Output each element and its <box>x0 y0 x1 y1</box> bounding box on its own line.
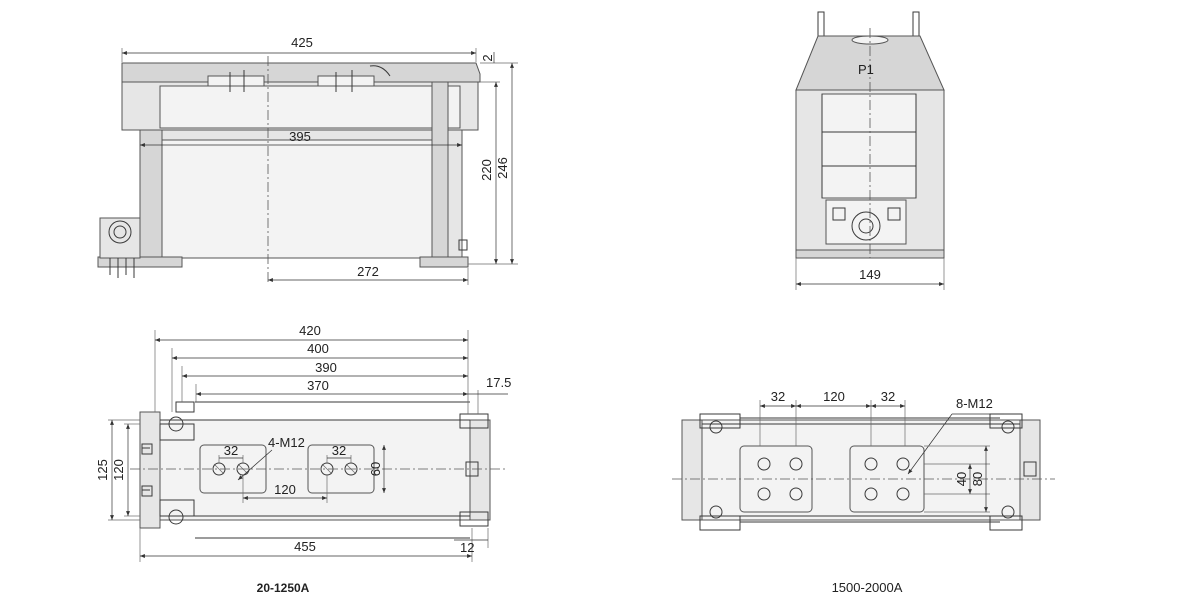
dim-12: 12 <box>460 540 474 555</box>
right-foot <box>419 256 469 268</box>
dim-60: 60 <box>368 462 383 476</box>
terminal-bolt-outer <box>108 220 132 244</box>
right-leg <box>431 81 449 259</box>
dim-246: 246 <box>495 157 510 179</box>
dim-220: 220 <box>479 159 494 181</box>
terminal-bolt-inner <box>113 225 127 239</box>
terminal-post-right <box>912 11 920 37</box>
caption-1500-2000a: 1500-2000A <box>832 580 903 595</box>
plan-view-small <box>130 401 505 539</box>
dim-400: 400 <box>307 341 329 356</box>
caption-20-1250a: 20-1250A <box>257 581 310 595</box>
left-leg <box>139 129 163 259</box>
dim-390: 390 <box>315 360 337 375</box>
dim-120-large: 120 <box>823 389 845 404</box>
terminal-label-p1: P1 <box>858 62 874 77</box>
end-view-dims: 149 <box>795 258 945 290</box>
dim-420: 420 <box>299 323 321 338</box>
dim-125: 125 <box>95 459 110 481</box>
top-band <box>159 85 461 129</box>
dim-395: 395 <box>289 129 311 144</box>
dim-80: 80 <box>970 472 985 486</box>
end-terminal-box <box>825 199 907 245</box>
bolt-label-8-m12: 8-M12 <box>956 396 993 411</box>
side-view-dims: 425 395 272 220 246 2 <box>121 35 518 285</box>
dim-455: 455 <box>294 539 316 554</box>
dim-2: 2 <box>480 54 495 61</box>
dim-425: 425 <box>291 35 313 50</box>
dim-32-a: 32 <box>771 389 785 404</box>
end-view: P1 <box>795 11 945 259</box>
plan-large-dims: 32 120 32 8-M12 40 80 <box>759 389 1004 513</box>
terminal-post-left <box>817 11 825 37</box>
dim-32-b: 32 <box>881 389 895 404</box>
dim-120-pads: 120 <box>274 482 296 497</box>
dim-32-left: 32 <box>224 443 238 458</box>
dim-32-right: 32 <box>332 443 346 458</box>
dim-17-5: 17.5 <box>486 375 511 390</box>
dim-149: 149 <box>859 267 881 282</box>
bolt-label-4-m12: 4-M12 <box>268 435 305 450</box>
end-window <box>821 93 917 199</box>
dim-120-side: 120 <box>111 459 126 481</box>
side-view <box>97 56 481 285</box>
top-cap <box>121 62 481 83</box>
dim-272: 272 <box>357 264 379 279</box>
dim-40: 40 <box>954 472 969 486</box>
front-panel <box>161 139 435 259</box>
dim-370: 370 <box>307 378 329 393</box>
plan-view-large <box>672 413 1055 531</box>
plan-small-dims: 420 400 390 370 17.5 455 12 125 120 32 3… <box>95 323 511 562</box>
